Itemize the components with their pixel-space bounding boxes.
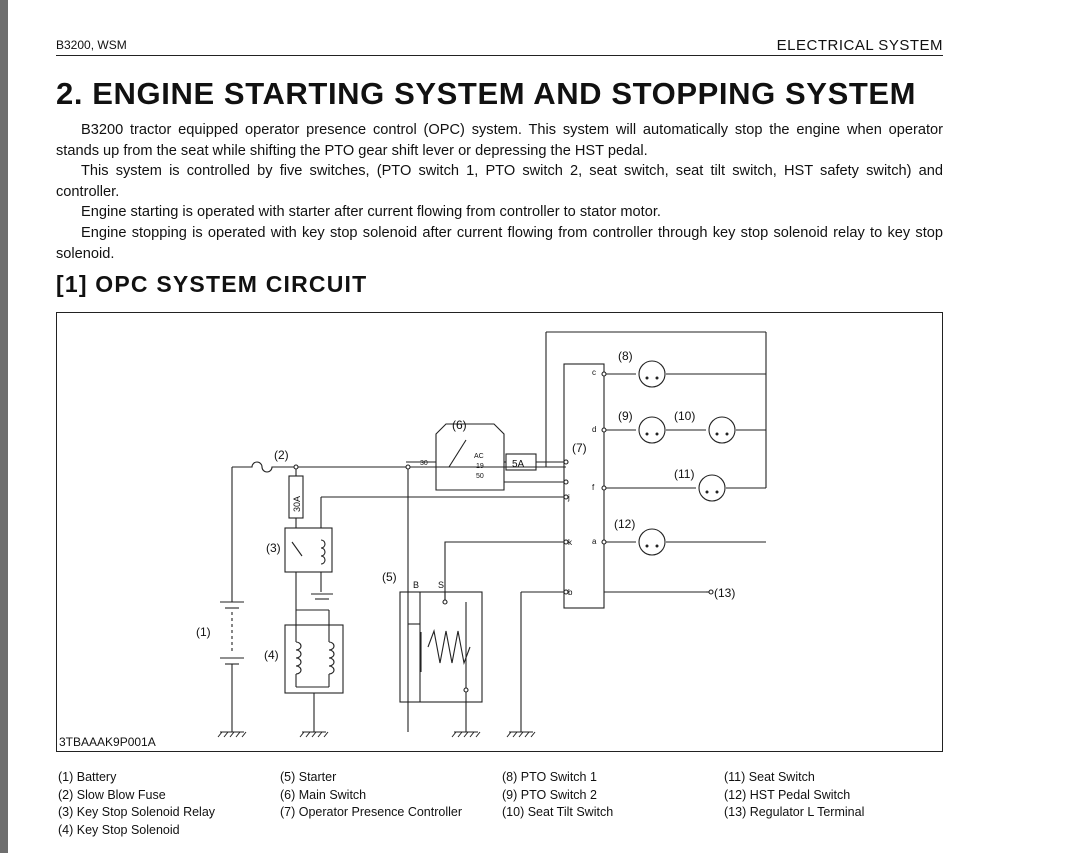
callout-3: (3) — [266, 541, 281, 555]
pin-b: b — [568, 588, 573, 597]
opc-circuit-diagram: (2) (3) (4) (1) (5) (6) (7) (8) (9) (10)… — [56, 312, 943, 752]
viewer-scroll-edge — [0, 0, 8, 853]
page-title: 2. ENGINE STARTING SYSTEM AND STOPPING S… — [56, 76, 917, 111]
legend-item: (10) Seat Tilt Switch — [502, 805, 614, 819]
callout-6: (6) — [452, 418, 467, 432]
legend-item: (7) Operator Presence Controller — [280, 805, 463, 819]
legend-item: (8) PTO Switch 1 — [502, 770, 597, 784]
diagram-frame — [56, 312, 943, 752]
pin-j: j — [567, 493, 570, 502]
legend-item: (9) PTO Switch 2 — [502, 787, 597, 802]
callout-4: (4) — [264, 648, 279, 662]
legend-column-1: (1) Battery (2) Slow Blow Fuse (3) Key S… — [58, 769, 215, 839]
callout-5: (5) — [382, 570, 397, 584]
paragraph: Engine starting is operated with starter… — [81, 204, 661, 221]
terminal-s: S — [438, 580, 444, 590]
legend-item: (6) Main Switch — [280, 787, 367, 802]
pin-f: f — [592, 483, 595, 492]
callout-2: (2) — [274, 448, 289, 462]
header-section: ELECTRICAL SYSTEM — [776, 37, 943, 54]
header-rule — [56, 55, 943, 56]
legend-item: (11) Seat Switch — [724, 770, 815, 784]
callout-8: (8) — [618, 349, 633, 363]
legend-item: (12) HST Pedal Switch — [724, 787, 851, 802]
callout-13: (13) — [714, 586, 735, 600]
pin-c: c — [592, 368, 596, 377]
legend-column-2: (5) Starter (6) Main Switch (7) Operator… — [280, 769, 462, 822]
paragraph: This system is controlled by five switch… — [56, 163, 943, 200]
legend-item: (3) Key Stop Solenoid Relay — [58, 805, 216, 819]
paragraph: Engine stopping is operated with key sto… — [56, 224, 943, 262]
section-subtitle: [1] OPC SYSTEM CIRCUIT — [56, 271, 368, 297]
legend-column-4: (11) Seat Switch (12) HST Pedal Switch (… — [724, 769, 864, 822]
callout-11: (11) — [674, 467, 694, 481]
header-model: B3200, WSM — [56, 38, 127, 52]
legend-column-3: (8) PTO Switch 1 (9) PTO Switch 2 (10) S… — [502, 769, 613, 822]
callout-9: (9) — [618, 409, 633, 423]
intro-text: B3200 tractor equipped operator presence… — [56, 120, 943, 264]
pin-k: k — [568, 538, 573, 547]
callout-1: (1) — [196, 625, 211, 639]
callout-10: (10) — [674, 409, 695, 423]
terminal-30: 30 — [420, 460, 428, 467]
callout-12: (12) — [614, 517, 635, 531]
callout-7: (7) — [572, 441, 587, 455]
terminal-19: 19 — [476, 463, 484, 470]
terminal-ac: AC — [474, 453, 484, 460]
paragraph: B3200 tractor equipped operator presence… — [56, 122, 943, 159]
terminal-50: 50 — [476, 473, 484, 480]
legend-item: (1) Battery — [58, 770, 117, 784]
pin-a: a — [592, 537, 597, 546]
terminal-b: B — [413, 580, 419, 590]
diagram-code: 3TBAAAK9P001A — [59, 735, 156, 749]
legend-item: (5) Starter — [280, 770, 337, 784]
fuse-5a-label: 5A — [512, 459, 525, 470]
pin-d: d — [592, 425, 596, 434]
legend-item: (4) Key Stop Solenoid — [58, 822, 180, 837]
slow-blow-30a-label: 30A — [292, 496, 302, 512]
legend-item: (2) Slow Blow Fuse — [58, 787, 166, 802]
legend-item: (13) Regulator L Terminal — [724, 805, 865, 819]
